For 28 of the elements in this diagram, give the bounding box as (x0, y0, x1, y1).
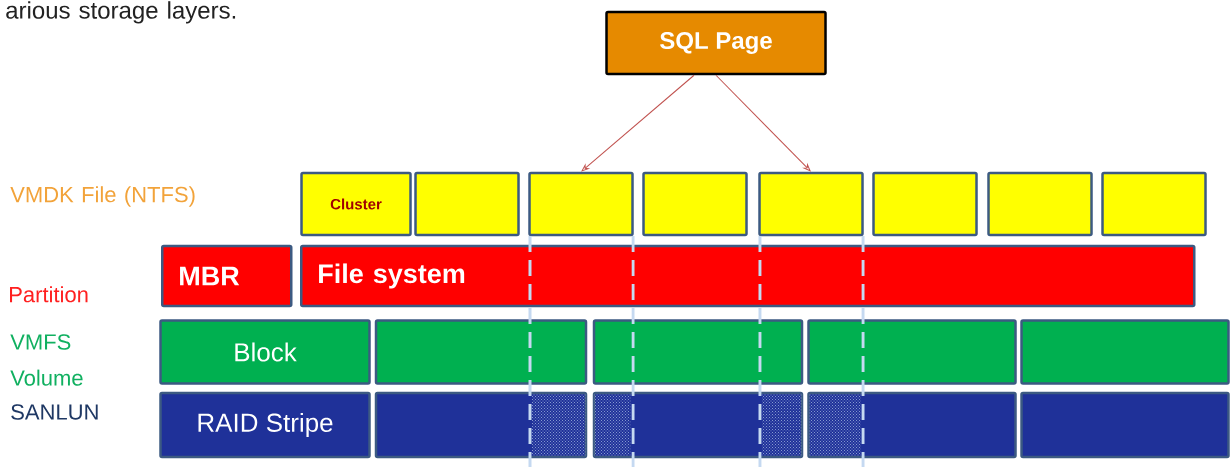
partition-box: File system (300, 244, 1196, 308)
layer-label: VMFS Volume (10, 334, 83, 386)
partition-box: MBR (161, 244, 293, 308)
empty-cluster-box (1101, 171, 1207, 237)
empty-cluster-box (758, 171, 864, 237)
empty-block-box (1020, 319, 1230, 385)
cluster-box: Cluster (300, 171, 412, 237)
empty-block-box (374, 319, 588, 385)
empty-cluster-box (987, 171, 1093, 237)
layer-label: SANLUN (11, 404, 98, 420)
empty-cluster-box (414, 171, 520, 237)
empty-cluster-box (642, 171, 748, 237)
empty-stripe-box (807, 391, 1017, 459)
empty-stripe-box (1020, 391, 1230, 459)
empty-cluster-box (872, 171, 978, 237)
empty-stripe-box (374, 391, 588, 459)
caption-text: arious storage layers. (6, 1, 236, 24)
empty-stripe-box (592, 391, 804, 459)
empty-cluster-box (528, 171, 634, 237)
arrow (715, 74, 811, 172)
empty-block-box (592, 319, 804, 385)
block-box: Block (159, 319, 371, 385)
layer-label: VMDK File (NTFS) (10, 186, 195, 207)
layer-label: Partition (10, 286, 88, 303)
stripe-box: RAID Stripe (159, 391, 371, 459)
arrow (581, 74, 695, 172)
empty-block-box (807, 319, 1017, 385)
title-box: SQL Page (605, 10, 827, 76)
